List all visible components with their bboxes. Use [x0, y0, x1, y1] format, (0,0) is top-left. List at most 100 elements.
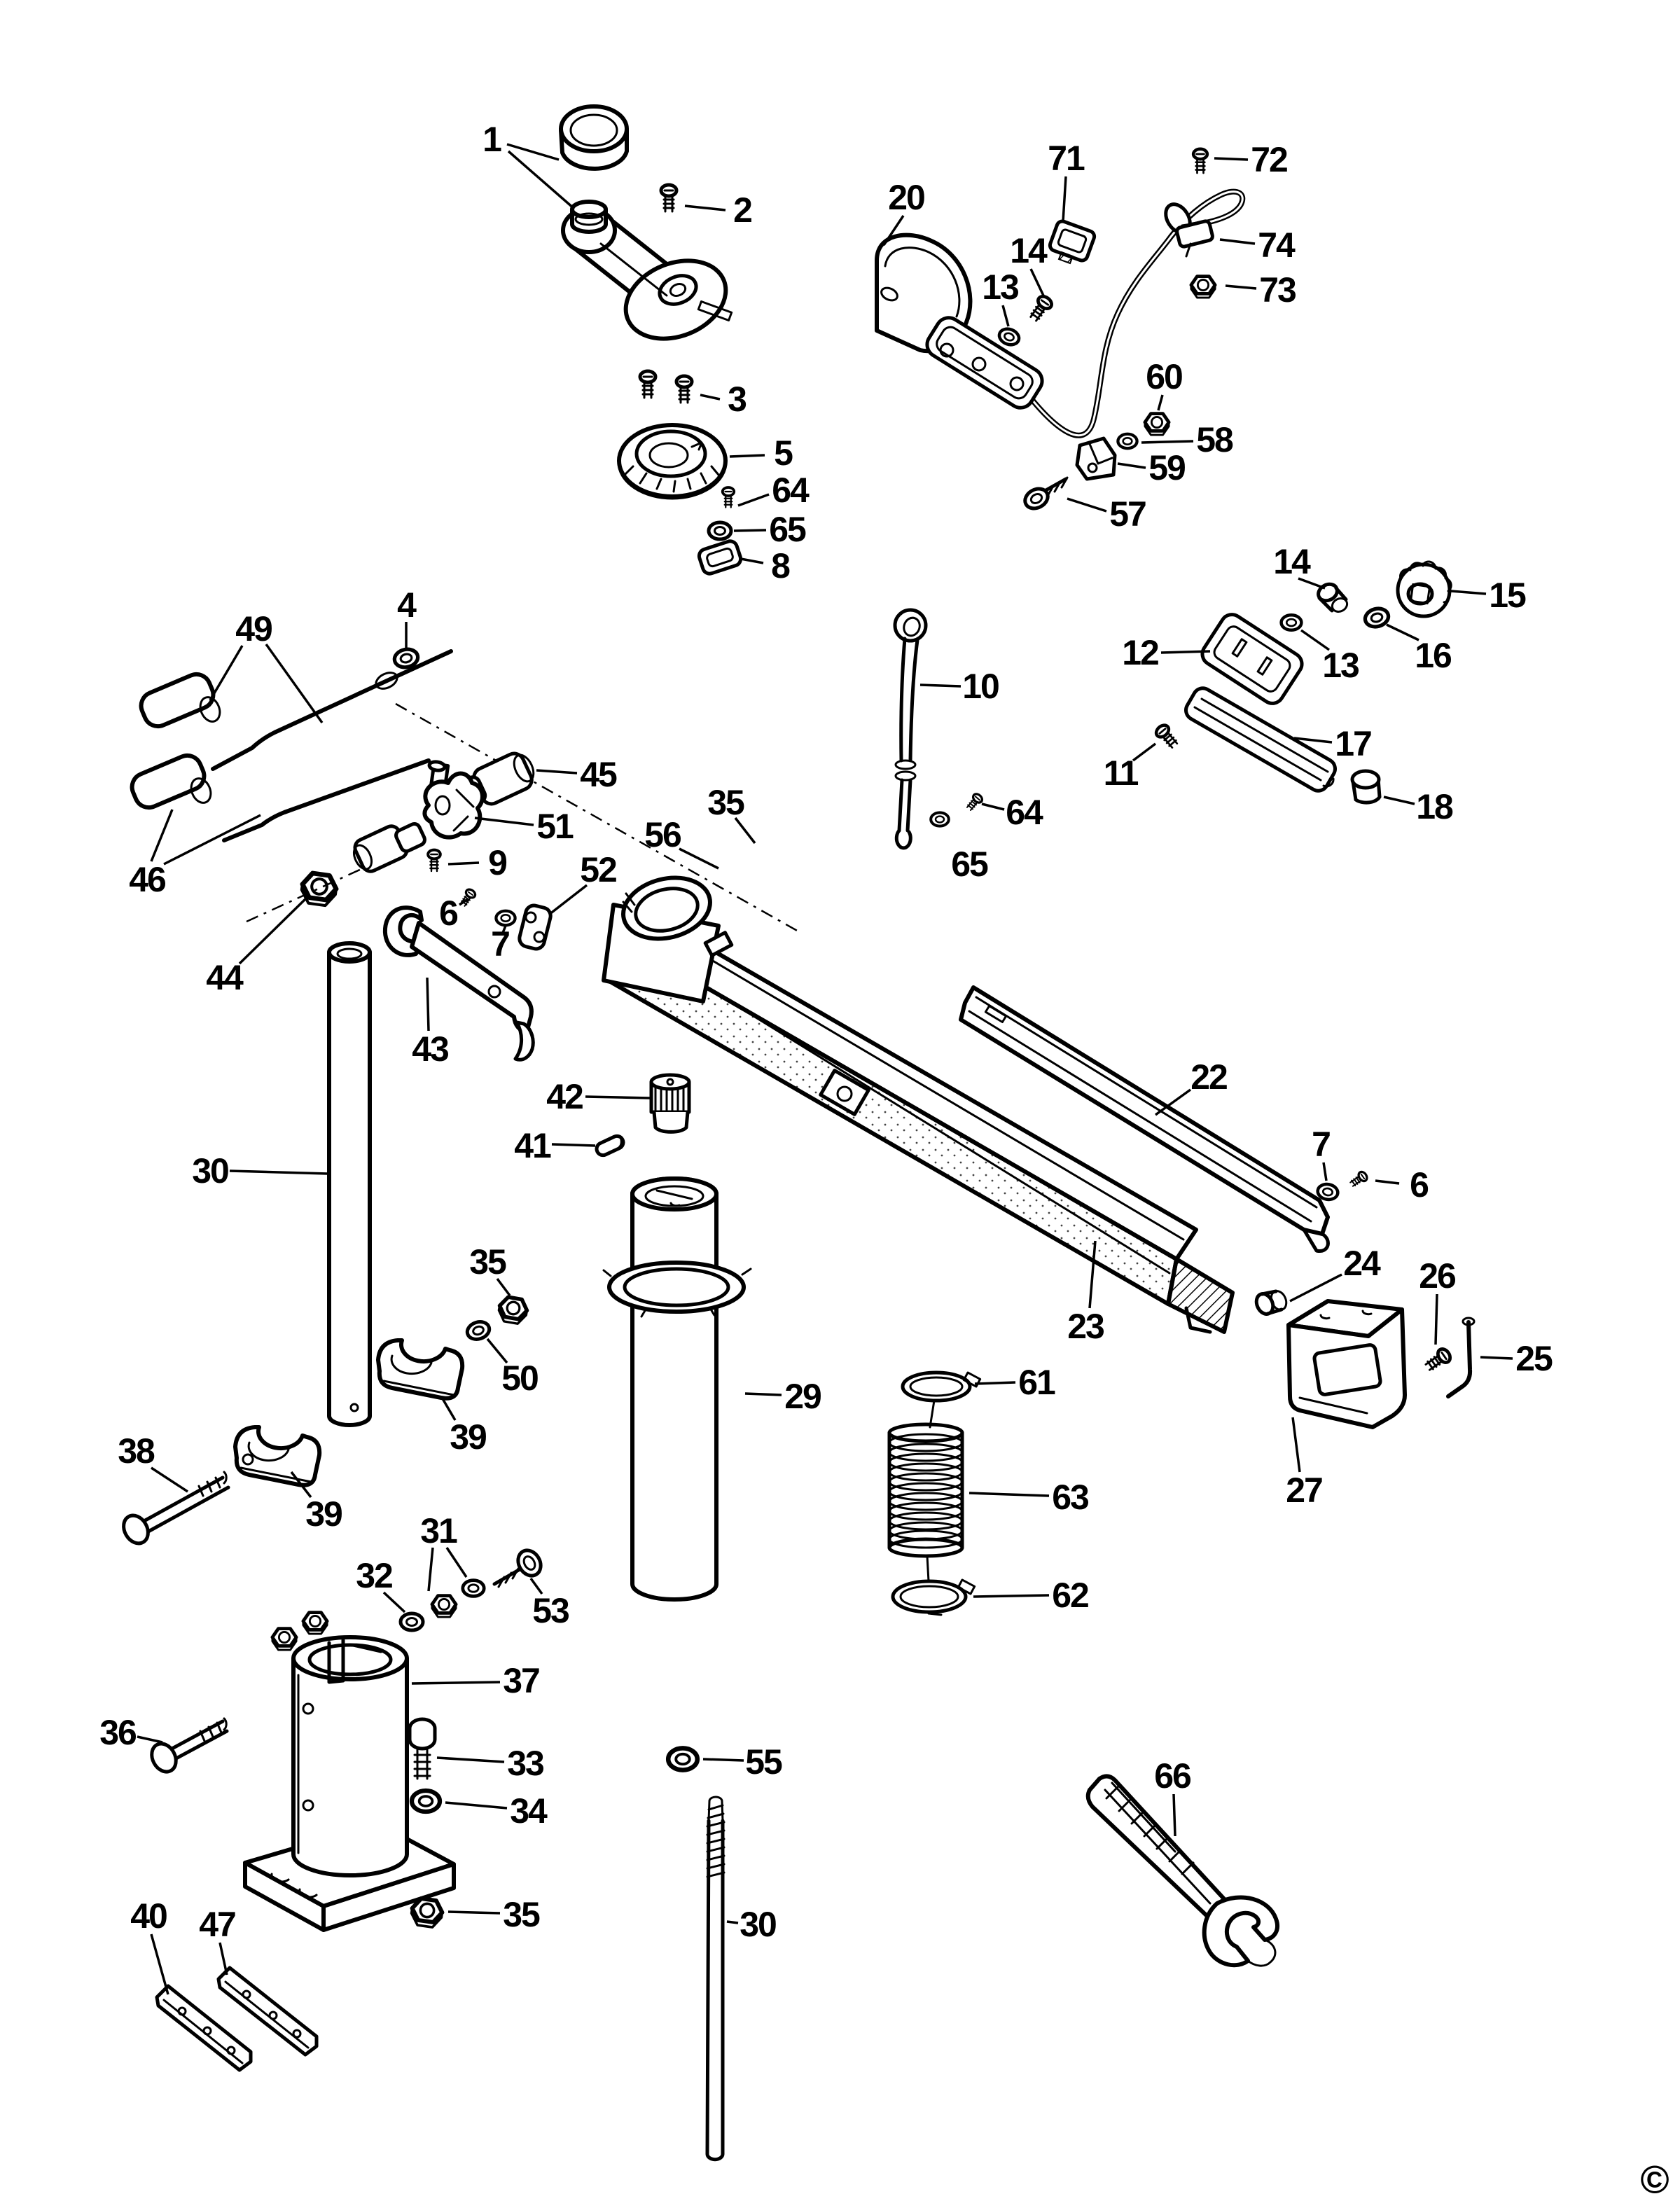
part-label-5: 5 — [774, 433, 793, 473]
leader-line-64a — [737, 493, 770, 507]
leader-line-51 — [474, 817, 534, 826]
part-62-clamp-ring — [891, 1578, 976, 1616]
leader-line-1 — [506, 143, 560, 161]
part-label-9: 9 — [488, 843, 506, 882]
leader-line-33 — [436, 1756, 505, 1763]
part-61-clamp-ring — [901, 1370, 982, 1429]
leader-line-53 — [529, 1577, 543, 1595]
leader-line-7b — [1322, 1162, 1328, 1181]
part-31-washer — [463, 1581, 484, 1597]
part-label-36: 36 — [99, 1713, 136, 1752]
part-66-wrench — [1085, 1774, 1279, 1968]
part-3-screws — [640, 371, 692, 403]
leader-line-27 — [1291, 1417, 1301, 1473]
part-label-25: 25 — [1515, 1339, 1553, 1378]
part-52-link-clip — [518, 903, 553, 951]
part-label-39b: 39 — [450, 1417, 486, 1457]
part-label-46: 46 — [129, 860, 165, 899]
part-29-column-tube — [602, 1176, 752, 1602]
leader-line-17 — [1293, 737, 1333, 744]
part-label-13a: 13 — [982, 268, 1018, 307]
part-17-clamp-bar — [1184, 686, 1337, 793]
leader-line-37 — [411, 1681, 501, 1685]
part-label-53: 53 — [532, 1591, 569, 1630]
part-label-30b: 30 — [740, 1905, 776, 1944]
part-label-38: 38 — [118, 1431, 155, 1471]
part-label-47: 47 — [199, 1905, 235, 1944]
leader-line-30a — [229, 1169, 328, 1175]
part-5-indicator-dial — [617, 423, 728, 500]
leader-line-43 — [426, 977, 430, 1032]
leader-line-42 — [585, 1095, 651, 1099]
part-11-screw — [1154, 723, 1180, 750]
part-41-pin — [595, 1134, 625, 1158]
part-label-14a: 14 — [1010, 231, 1048, 270]
part-31-nut — [432, 1596, 456, 1617]
part-label-58: 58 — [1196, 420, 1233, 459]
copyright-mark: © — [1640, 2158, 1669, 2202]
part-57-bolt — [1023, 476, 1069, 511]
leader-line-11 — [1132, 742, 1157, 762]
part-label-23: 23 — [1067, 1307, 1104, 1346]
part-label-60: 60 — [1146, 357, 1182, 396]
leader-line-35a — [734, 817, 756, 845]
part-label-44: 44 — [206, 958, 244, 997]
leader-line-44 — [238, 894, 311, 965]
part-9-screw — [428, 850, 440, 871]
part-26-screw — [1424, 1347, 1453, 1373]
part-55-washer — [668, 1748, 697, 1770]
part-35b-nut — [497, 1296, 529, 1325]
part-27-end-cap — [1286, 1299, 1407, 1429]
part-label-71: 71 — [1048, 139, 1085, 178]
leader-line-22 — [1154, 1088, 1192, 1116]
part-7a-washer — [496, 911, 515, 925]
part-18-cap — [1350, 769, 1382, 805]
part-44-nut — [300, 872, 338, 907]
part-label-1: 1 — [483, 120, 501, 159]
leader-line-71 — [1062, 176, 1067, 222]
part-71-cable-clip — [1048, 219, 1097, 265]
part-20-cable — [1021, 188, 1246, 438]
alignment-dash-line — [395, 702, 799, 933]
leader-line-49 — [265, 643, 324, 724]
part-label-26: 26 — [1419, 1256, 1455, 1296]
part-label-50: 50 — [501, 1359, 538, 1398]
part-label-14b: 14 — [1273, 542, 1311, 581]
part-label-33: 33 — [507, 1744, 543, 1783]
leader-line-59 — [1117, 462, 1146, 469]
leader-line-8 — [740, 557, 764, 564]
part-46-hex-key — [130, 753, 431, 842]
leader-line-64b — [981, 803, 1005, 811]
part-label-39a: 39 — [305, 1494, 342, 1534]
part-1-handle-cap — [559, 104, 629, 171]
part-51-cam-lever — [422, 760, 485, 840]
part-label-64b: 64 — [1006, 793, 1043, 832]
part-label-34: 34 — [510, 1791, 548, 1831]
leader-line-39b — [440, 1396, 457, 1421]
part-label-7b: 7 — [1312, 1125, 1330, 1164]
leader-line-18 — [1383, 796, 1415, 805]
part-label-22: 22 — [1190, 1057, 1227, 1097]
part-47-plate — [216, 1966, 319, 2057]
part-label-12: 12 — [1122, 633, 1158, 672]
part-label-73: 73 — [1259, 270, 1296, 310]
part-label-59: 59 — [1148, 448, 1185, 487]
part-58-washer — [1118, 434, 1137, 448]
part-43-lock-lever — [382, 905, 535, 1062]
leader-line-49 — [209, 645, 244, 701]
part-73-nut — [1191, 277, 1215, 298]
part-label-61: 61 — [1018, 1363, 1055, 1402]
part-label-29: 29 — [784, 1377, 821, 1416]
leader-line-40 — [150, 1933, 169, 1995]
part-label-57: 57 — [1109, 494, 1146, 534]
part-label-24: 24 — [1343, 1244, 1381, 1283]
part-label-7a: 7 — [491, 924, 509, 964]
part-10-tension-rod — [893, 608, 928, 850]
part-label-51: 51 — [536, 807, 574, 846]
part-42-knurled-knob — [649, 1073, 691, 1134]
leader-line-46 — [163, 814, 261, 866]
leader-line-25 — [1480, 1356, 1513, 1360]
part-13b-washer — [1282, 615, 1302, 630]
